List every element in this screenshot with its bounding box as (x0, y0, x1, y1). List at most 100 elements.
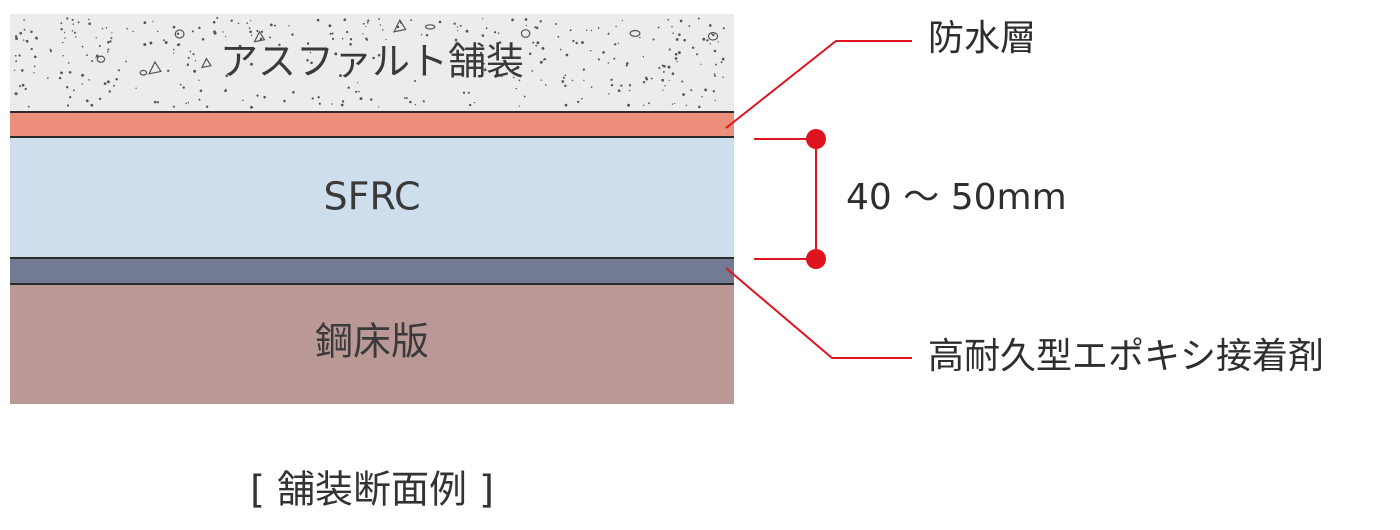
asphalt-aggregate (629, 29, 641, 37)
asphalt-speckle (585, 29, 588, 31)
asphalt-speckle (291, 33, 294, 36)
asphalt-speckle (30, 47, 33, 51)
asphalt-speckle (662, 89, 664, 91)
asphalt-speckle (577, 100, 580, 104)
asphalt-aggregate (174, 29, 185, 39)
asphalt-speckle (309, 51, 312, 54)
layer-boundaries (10, 111, 734, 285)
asphalt-speckle (564, 84, 567, 88)
asphalt-speckle (359, 97, 363, 101)
asphalt-speckle (420, 34, 423, 36)
asphalt-speckle (143, 43, 147, 46)
asphalt-speckle (483, 62, 485, 65)
asphalt-speckle (153, 100, 157, 104)
asphalt-speckle (382, 29, 384, 31)
asphalt-speckle (163, 39, 165, 42)
asphalt-speckle (572, 39, 575, 43)
asphalt-speckle (562, 76, 565, 79)
asphalt-speckle (212, 20, 216, 24)
asphalt-speckle (483, 68, 487, 72)
asphalt-speckle (274, 24, 276, 27)
asphalt-speckle (306, 42, 310, 45)
asphalt-speckle (22, 39, 25, 41)
asphalt-speckle (27, 105, 30, 108)
asphalt-speckle (494, 31, 497, 34)
asphalt-speckle (650, 77, 653, 80)
asphalt-speckle (523, 95, 526, 98)
asphalt-speckle (674, 102, 676, 105)
asphalt-speckle (695, 53, 699, 56)
asphalt-speckle (691, 46, 695, 49)
asphalt-speckle (617, 42, 620, 44)
asphalt-speckle (88, 79, 90, 81)
asphalt-speckle (661, 78, 665, 82)
asphalt-speckle (85, 99, 89, 103)
asphalt-speckle (602, 51, 605, 54)
dimension-dot-top (806, 129, 826, 149)
asphalt-speckle (250, 19, 252, 22)
asphalt-speckle (610, 83, 614, 87)
asphalt-speckle (582, 68, 586, 71)
asphalt-speckle (69, 95, 72, 99)
asphalt-speckle (581, 41, 584, 44)
asphalt-aggregate (707, 31, 719, 41)
asphalt-speckle (343, 18, 347, 22)
asphalt-texture (13, 16, 725, 109)
asphalt-speckle (414, 103, 417, 106)
adhesive-layer (10, 258, 734, 284)
asphalt-speckle (557, 35, 560, 38)
asphalt-aggregate (392, 18, 407, 33)
asphalt-speckle (250, 62, 253, 66)
asphalt-speckle (671, 72, 675, 76)
asphalt-aggregate (253, 30, 266, 43)
asphalt-speckle (230, 19, 233, 22)
asphalt-speckle (179, 83, 182, 86)
asphalt-speckle (18, 85, 22, 88)
asphalt-aggregate (200, 57, 212, 69)
adhesive-leader-line (725, 267, 912, 359)
asphalt-speckle (664, 85, 666, 87)
thickness-dimension (754, 138, 817, 260)
asphalt-speckle (617, 89, 621, 93)
asphalt-speckle (639, 36, 641, 39)
asphalt-speckle (378, 18, 381, 20)
asphalt-speckle (14, 92, 17, 94)
asphalt-speckle (717, 41, 719, 43)
asphalt-speckle (152, 20, 154, 23)
asphalt-aggregate (425, 24, 436, 30)
asphalt-speckle (15, 60, 18, 63)
asphalt-speckle (648, 102, 650, 105)
asphalt-speckle (528, 52, 532, 55)
asphalt-speckle (172, 25, 176, 29)
asphalt-speckle (465, 29, 469, 33)
asphalt-speckle (677, 51, 681, 55)
asphalt-speckle (23, 28, 26, 31)
asphalt-speckle (685, 104, 688, 107)
asphalt-speckle (105, 27, 108, 29)
asphalt-speckle (628, 89, 631, 92)
asphalt-speckle (263, 95, 266, 99)
asphalt-speckle (14, 35, 18, 38)
asphalt-speckle (101, 27, 104, 30)
asphalt-speckle (583, 79, 585, 81)
adhesive-callout-label: 高耐久型エポキシ接着剤 (928, 336, 1324, 377)
asphalt-speckle (88, 22, 91, 26)
asphalt-speckle (621, 20, 624, 22)
asphalt-speckle (66, 17, 69, 20)
asphalt-aggregate (520, 29, 531, 38)
asphalt-speckle (67, 62, 70, 64)
asphalt-speckle (379, 24, 382, 26)
asphalt-speckle (643, 104, 645, 106)
asphalt-speckle (679, 19, 683, 23)
asphalt-speckle (283, 99, 286, 103)
asphalt-speckle (278, 43, 281, 47)
asphalt-speckle (462, 91, 466, 94)
asphalt-speckle (474, 101, 476, 104)
asphalt-speckle (33, 55, 37, 59)
asphalt-speckle (564, 74, 567, 76)
asphalt-speckle (24, 88, 26, 90)
waterproof-callout-label: 防水層 (928, 18, 1036, 59)
asphalt-speckle (518, 105, 520, 107)
asphalt-speckle (225, 74, 228, 78)
asphalt-speckle (512, 76, 515, 79)
